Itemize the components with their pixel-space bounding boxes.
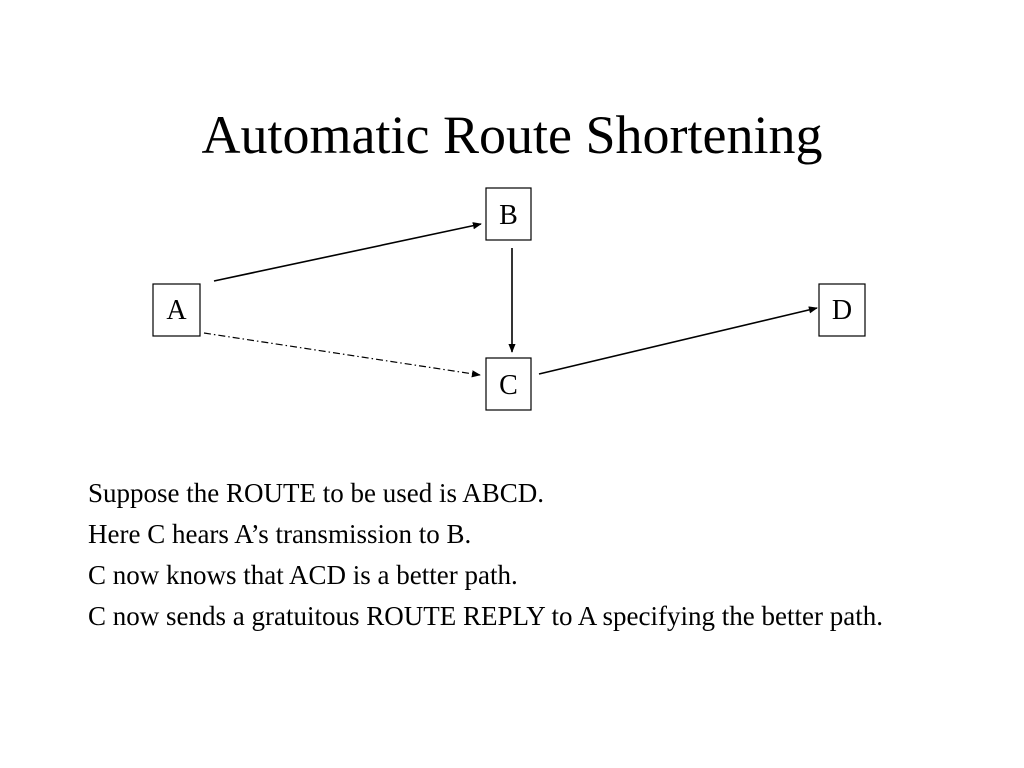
node-b-box [485, 187, 532, 241]
node-a: A [152, 283, 201, 337]
node-c: C [485, 357, 532, 411]
explanation-line: Here C hears A’s transmission to B. [88, 519, 472, 549]
edge-c-d [538, 306, 818, 375]
explanation-line: C now knows that ACD is a better path. [88, 560, 518, 590]
node-b-label: B [499, 200, 518, 231]
node-b: B [485, 187, 532, 241]
edge-a-c-dashed [203, 332, 481, 378]
node-a-box [152, 283, 201, 337]
node-d: D [818, 283, 866, 337]
node-d-box [818, 283, 866, 337]
node-c-label: C [499, 370, 518, 401]
node-d-label: D [832, 295, 852, 326]
explanation-text: Suppose the ROUTE to be used is ABCD. He… [88, 478, 968, 642]
explanation-line: C now sends a gratuitous ROUTE REPLY to … [88, 601, 883, 631]
edge-a-b [213, 222, 482, 282]
explanation-line: Suppose the ROUTE to be used is ABCD. [88, 478, 544, 508]
node-c-box [485, 357, 532, 411]
slide-title: Automatic Route Shortening [201, 105, 823, 165]
node-a-label: A [166, 295, 187, 326]
